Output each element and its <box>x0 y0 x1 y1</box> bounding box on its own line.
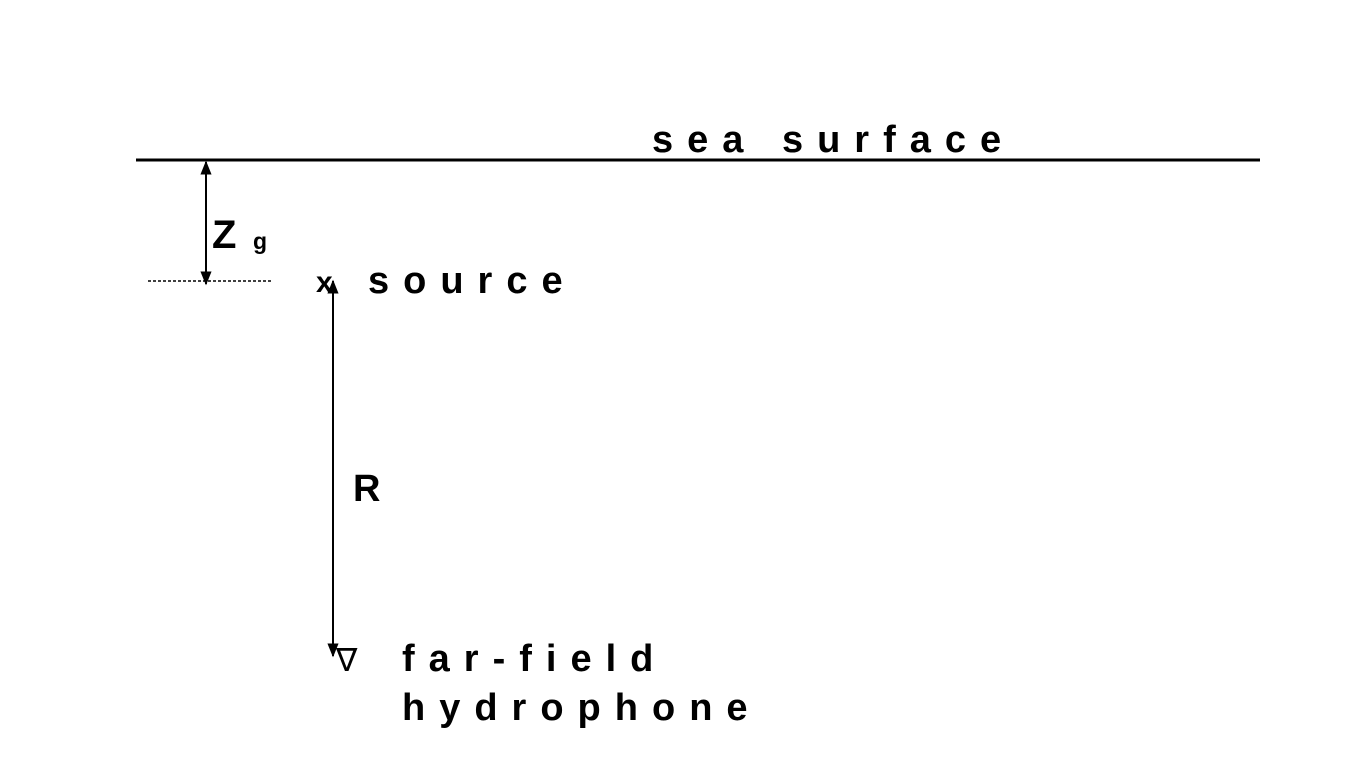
range-symbol-label: R <box>353 468 381 510</box>
sea-surface-label: sea surface <box>652 119 1016 161</box>
hydrophone-marker-icon: ∇ <box>336 641 358 679</box>
depth-subscript-label: g <box>253 228 268 254</box>
source-label: source <box>368 260 577 302</box>
hydrophone-label-line1: far-field <box>402 638 668 680</box>
depth-symbol-label: Z <box>212 213 237 257</box>
hydrophone-label-line2: hydrophone <box>402 687 762 729</box>
source-marker-icon: x <box>316 266 333 299</box>
